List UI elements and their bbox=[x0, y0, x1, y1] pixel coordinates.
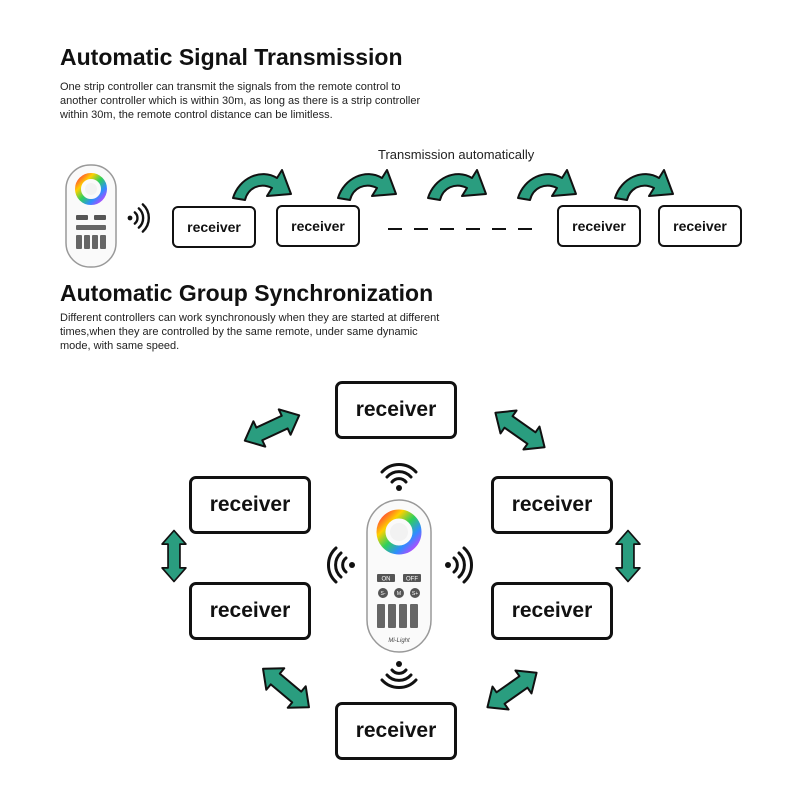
receiver-box: receiver bbox=[491, 582, 613, 640]
section2-title: Automatic Group Synchronization bbox=[60, 280, 434, 306]
signal-waves-icon bbox=[443, 546, 474, 584]
section2-desc-line: mode, with same speed. bbox=[60, 340, 180, 352]
signal-waves-icon bbox=[380, 462, 418, 493]
remote-control-small bbox=[65, 164, 117, 268]
section2-description: Different controllers can work synchrono… bbox=[60, 311, 439, 353]
section2-desc-line: times,when they are controlled by the sa… bbox=[60, 326, 418, 338]
remote-button-label: S+ bbox=[412, 591, 418, 597]
curved-arrow-icon bbox=[517, 169, 577, 201]
double-arrow-icon bbox=[237, 401, 307, 455]
double-arrow-icon bbox=[161, 529, 187, 583]
curved-arrow-icon bbox=[337, 169, 397, 201]
section1-desc-line: within 30m, the remote control distance … bbox=[60, 109, 333, 121]
section2-desc-line: Different controllers can work synchrono… bbox=[60, 312, 440, 324]
signal-waves-icon bbox=[380, 659, 418, 690]
receiver-box: receiver bbox=[172, 206, 256, 248]
curved-arrow-icon bbox=[614, 169, 674, 201]
signal-waves-icon bbox=[326, 546, 357, 584]
signal-waves-icon bbox=[126, 203, 151, 233]
double-arrow-icon bbox=[486, 400, 554, 460]
remote-control-large: ON OFF S- M S+ Mi-Light bbox=[366, 499, 432, 653]
remote-off-label: OFF bbox=[406, 577, 418, 583]
section1-desc-line: another controller which is within 30m, … bbox=[60, 95, 421, 107]
brand-label: Mi-Light bbox=[388, 638, 410, 644]
receiver-box: receiver bbox=[189, 476, 311, 534]
double-arrow-icon bbox=[253, 656, 319, 720]
receiver-box: receiver bbox=[335, 702, 457, 760]
receiver-box: receiver bbox=[189, 582, 311, 640]
section1-title: Automatic Signal Transmission bbox=[60, 44, 403, 70]
receiver-box: receiver bbox=[658, 205, 742, 247]
remote-button-label: M bbox=[397, 591, 401, 597]
receiver-box: receiver bbox=[276, 205, 360, 247]
section1-description: One strip controller can transmit the si… bbox=[60, 80, 420, 122]
double-arrow-icon bbox=[615, 529, 641, 583]
curved-arrow-icon bbox=[427, 169, 487, 201]
receiver-box: receiver bbox=[335, 381, 457, 439]
transmission-label: Transmission automatically bbox=[378, 147, 535, 162]
remote-button-label: S- bbox=[381, 591, 386, 597]
double-arrow-icon bbox=[478, 660, 546, 720]
receiver-box: receiver bbox=[557, 205, 641, 247]
curved-arrow-icon bbox=[232, 169, 292, 201]
remote-on-label: ON bbox=[382, 577, 391, 583]
section1-desc-line: One strip controller can transmit the si… bbox=[60, 81, 401, 93]
receiver-box: receiver bbox=[491, 476, 613, 534]
